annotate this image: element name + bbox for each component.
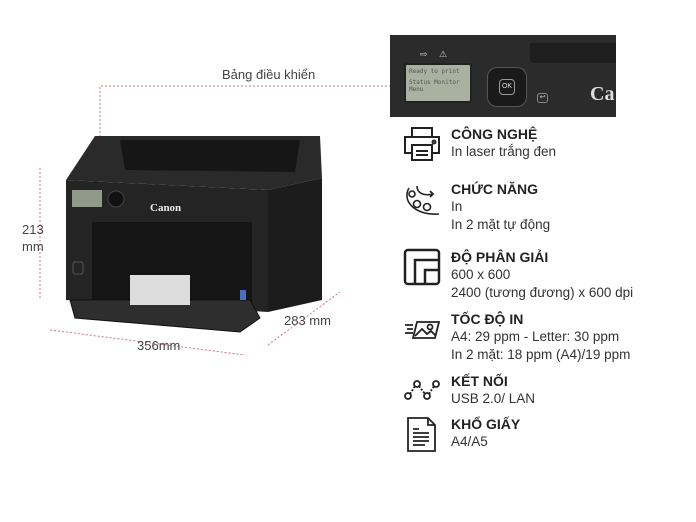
feature-value: A4: 29 ppm - Letter: 30 ppm bbox=[451, 329, 620, 344]
input-indicator-icon: ⇨ bbox=[420, 49, 428, 59]
feature-value: 600 x 600 bbox=[451, 267, 511, 282]
resolution-icon bbox=[403, 248, 441, 286]
back-button-icon[interactable]: ↩ bbox=[537, 93, 548, 103]
feature-title: KẾT NỐI bbox=[451, 373, 508, 389]
warning-indicator-icon: ⚠ bbox=[439, 49, 448, 59]
feature-value: In 2 mặt: 18 ppm (A4)/19 ppm bbox=[451, 347, 631, 362]
brand-logo: Ca bbox=[590, 83, 615, 105]
feature-value: USB 2.0/ LAN bbox=[451, 391, 536, 406]
feature-function: CHỨC NĂNG In In 2 mặt tự động bbox=[403, 180, 550, 234]
feature-value: A4/A5 bbox=[451, 434, 488, 449]
feature-speed: TỐC ĐỘ IN A4: 29 ppm - Letter: 30 ppm In 2… bbox=[403, 310, 630, 364]
feature-technology: CÔNG NGHỆ In laser trắng đen bbox=[403, 125, 556, 163]
ok-button[interactable]: OK bbox=[499, 79, 515, 95]
gears-icon bbox=[406, 185, 440, 215]
feature-connectivity: KẾT NỐI USB 2.0/ LAN bbox=[403, 372, 535, 410]
lcd-line: Status Monitor bbox=[409, 79, 460, 86]
feature-title: CHỨC NĂNG bbox=[451, 181, 539, 197]
feature-value: In 2 mặt tự động bbox=[451, 217, 551, 232]
printer-brand-logo: Canon bbox=[150, 202, 182, 214]
printer-icon bbox=[404, 127, 440, 161]
height-dimension: 213 mm bbox=[22, 222, 44, 254]
lcd-screen: Ready to print Status Monitor Menu bbox=[404, 63, 472, 103]
lcd-line: Menu bbox=[409, 86, 424, 93]
feature-title: TỐC ĐỘ IN bbox=[451, 311, 524, 327]
control-panel-label: Bảng điều khiển bbox=[222, 67, 316, 82]
paper-icon bbox=[407, 417, 436, 452]
feature-paper-size: KHỔ GIẤY A4/A5 bbox=[403, 415, 520, 453]
depth-dimension: 283 mm bbox=[284, 313, 331, 328]
lcd-line: Ready to print bbox=[409, 68, 460, 75]
speed-icon bbox=[405, 321, 441, 339]
width-dimension: 356mm bbox=[137, 338, 181, 353]
feature-title: CÔNG NGHỆ bbox=[451, 126, 538, 142]
feature-value: In laser trắng đen bbox=[451, 144, 557, 159]
feature-title: ĐỘ PHÂN GIẢI bbox=[451, 249, 549, 265]
feature-title: KHỔ GIẤY bbox=[451, 416, 521, 432]
dpad[interactable]: OK bbox=[487, 67, 527, 107]
feature-value: In bbox=[451, 199, 463, 214]
connection-icon bbox=[404, 380, 440, 400]
feature-resolution: ĐỘ PHÂN GIẢI 600 x 600 2400 (tương đương) … bbox=[403, 248, 633, 302]
feature-value: 2400 (tương đương) x 600 dpi bbox=[451, 285, 634, 300]
